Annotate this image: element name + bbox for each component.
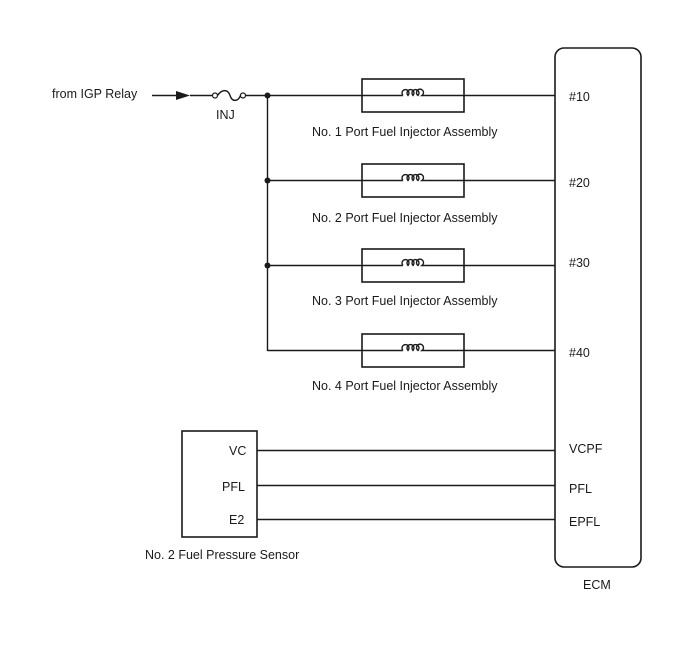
injector-1-label: No. 1 Port Fuel Injector Assembly — [312, 125, 498, 139]
ecm-terminal-epfl: EPFL — [569, 515, 600, 529]
junction-dot-1 — [264, 92, 271, 99]
ecm-box — [554, 47, 642, 568]
ecm-terminal-20: #20 — [569, 176, 590, 190]
injector-1 — [361, 78, 555, 113]
source-arrow — [176, 91, 190, 100]
injector-2-label: No. 2 Port Fuel Injector Assembly — [312, 211, 498, 225]
injector-3-label: No. 3 Port Fuel Injector Assembly — [312, 294, 498, 308]
fuel-pressure-sensor-box — [181, 430, 258, 538]
injector-2 — [267, 163, 555, 198]
source-label: from IGP Relay — [52, 87, 138, 101]
sensor-pin-pfl: PFL — [222, 480, 245, 494]
injector-3 — [267, 248, 555, 283]
ecm-terminal-10: #10 — [569, 90, 590, 104]
fuse-symbol — [211, 89, 247, 102]
ecm-label: ECM — [583, 578, 611, 592]
ecm-terminal-30: #30 — [569, 256, 590, 270]
fuse-label: INJ — [216, 108, 235, 122]
sensor-pin-vc: VC — [229, 444, 246, 458]
injector-4 — [267, 333, 555, 368]
ecm-terminal-vcpf: VCPF — [569, 442, 603, 456]
ecm-terminal-pfl: PFL — [569, 482, 592, 496]
sensor-pin-e2: E2 — [229, 513, 244, 527]
ecm-terminal-40: #40 — [569, 346, 590, 360]
injector-4-label: No. 4 Port Fuel Injector Assembly — [312, 379, 498, 393]
fuel-pressure-sensor-label: No. 2 Fuel Pressure Sensor — [145, 548, 299, 562]
